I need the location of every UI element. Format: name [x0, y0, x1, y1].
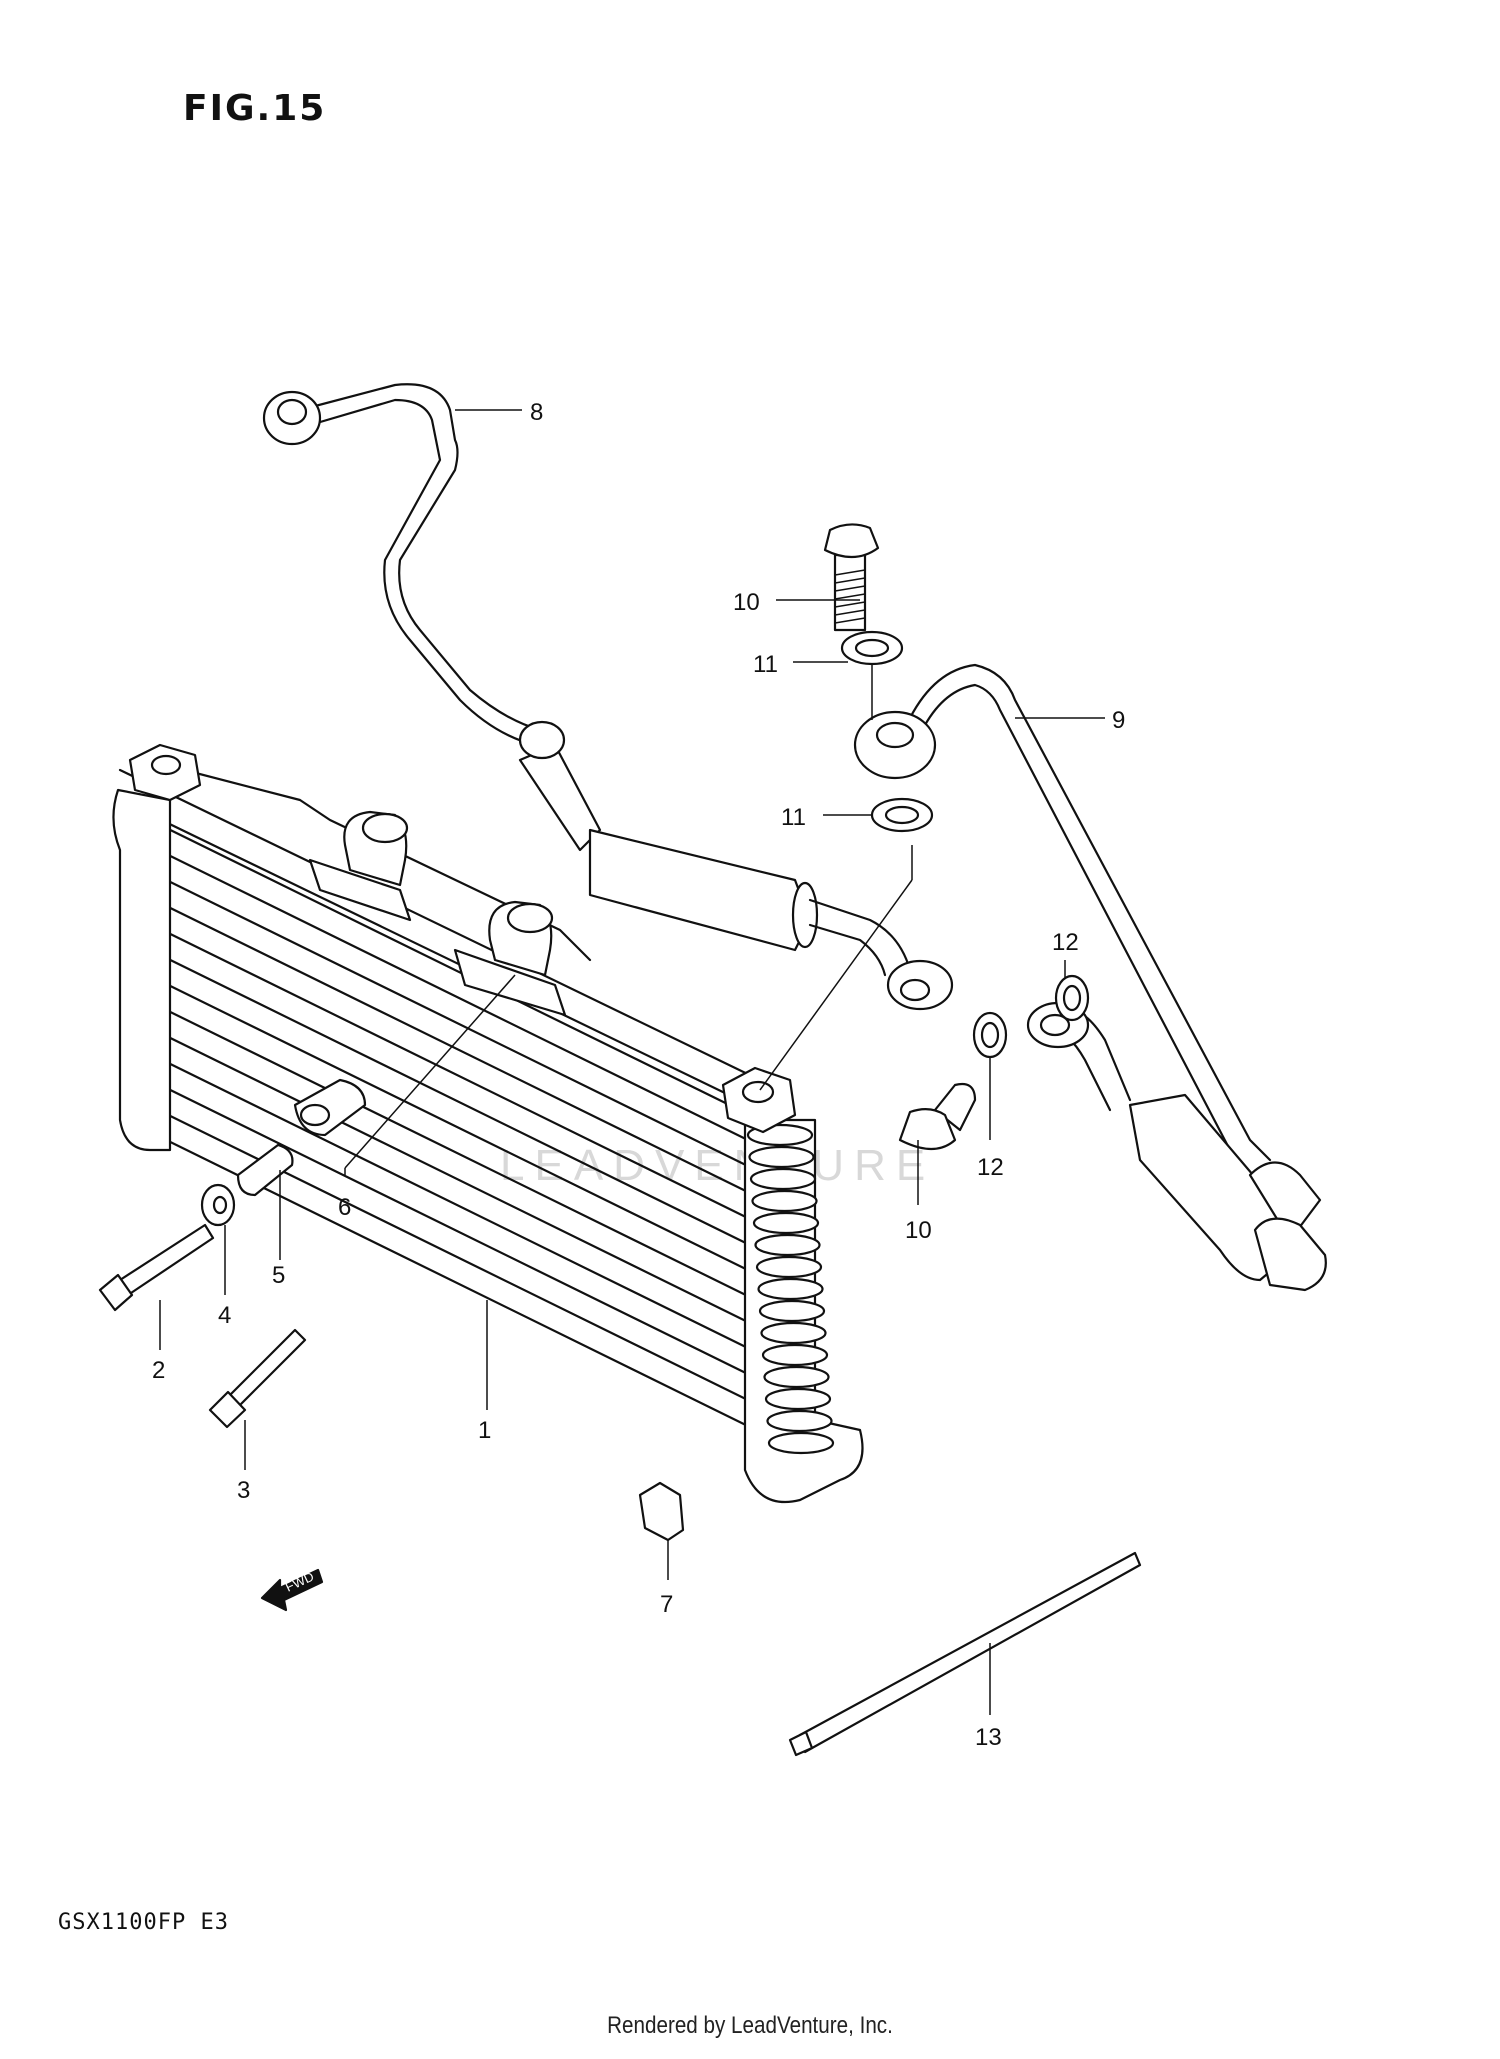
tank-rib	[749, 1167, 817, 1191]
callout-6: 6	[338, 1194, 351, 1221]
callout-12-upper: 12	[1052, 929, 1079, 956]
tank-rib	[761, 1343, 829, 1367]
tank-rib	[751, 1189, 818, 1213]
banjo-bolt-10-upper	[823, 523, 880, 632]
cooler-fin	[148, 1000, 762, 1304]
render-credit: Rendered by LeadVenture, Inc.	[607, 2012, 893, 2039]
oil-pipe-9	[853, 663, 1327, 1292]
tank-rib	[766, 1409, 833, 1433]
cooler-fin	[148, 1026, 762, 1330]
strap-13	[788, 1551, 1142, 1757]
callout-10-upper: 10	[733, 589, 760, 616]
bolt-thread	[834, 617, 866, 624]
fwd-direction-arrow: FWD	[260, 1569, 324, 1612]
bolt-2	[98, 1223, 215, 1312]
pipe-9-banjo-upper	[853, 710, 937, 780]
grommet-6	[293, 1078, 367, 1137]
watermark-text: LEADVENTURE	[500, 1141, 935, 1190]
bolt-thread	[834, 593, 866, 600]
callout-2: 2	[152, 1357, 165, 1384]
callout-8: 8	[530, 399, 543, 426]
figure-title: FIG.15	[183, 88, 327, 129]
callout-5: 5	[272, 1262, 285, 1289]
tank-rib	[757, 1277, 824, 1301]
tank-rib	[760, 1321, 827, 1345]
bolt-thread	[834, 577, 866, 584]
crush-washer-11-upper	[840, 630, 904, 666]
pipe-8-rubber-hose	[588, 828, 812, 952]
tank-rib	[764, 1387, 832, 1411]
leader-lines	[159, 409, 1105, 1715]
crush-washer-12-lower	[972, 1011, 1008, 1059]
pipe-8-banjo-lower	[886, 959, 954, 1011]
callout-3: 3	[237, 1477, 250, 1504]
tank-rib	[758, 1299, 826, 1323]
callout-labels: 8 9 10 11 11 12 12 10 1 6 5 4 2 3 7 13	[152, 399, 1125, 1751]
clip-7	[638, 1481, 685, 1542]
cooler-fin	[148, 1052, 762, 1356]
callout-11-lower: 11	[781, 804, 806, 831]
crush-washer-11-lower	[870, 797, 934, 833]
cooler-fin	[148, 948, 762, 1252]
left-end-tank	[112, 788, 172, 1152]
callout-13: 13	[975, 1724, 1002, 1751]
cooler-fin	[148, 896, 762, 1200]
pipe-9-banjo-lower	[1253, 1217, 1327, 1292]
pipe-8-banjo-end	[262, 390, 322, 446]
tank-rib	[748, 1145, 815, 1169]
cooler-fin	[148, 870, 762, 1174]
top-bracket-b	[453, 948, 567, 1017]
tank-rib	[755, 1255, 823, 1279]
cooler-fin	[148, 974, 762, 1278]
callout-7: 7	[660, 1591, 673, 1618]
tank-rib	[752, 1211, 820, 1235]
callout-4: 4	[218, 1302, 231, 1329]
model-code: GSX1100FP E3	[58, 1910, 229, 1935]
banjo-bolt-10-lower	[898, 1082, 977, 1151]
callout-11-upper: 11	[753, 651, 778, 678]
oil-pipe-8	[262, 383, 954, 1011]
cooler-fin	[148, 1104, 762, 1408]
bolt-thread	[834, 601, 866, 608]
oil-cooler-core	[112, 743, 864, 1504]
callout-12-lower: 12	[977, 1154, 1004, 1181]
bolt-thread	[834, 609, 866, 616]
cooler-fin	[148, 844, 762, 1148]
tank-rib	[763, 1365, 830, 1389]
callout-9: 9	[1112, 707, 1125, 734]
top-bracket-a	[308, 858, 412, 922]
collar-5	[236, 1143, 294, 1197]
cooler-fin	[148, 922, 762, 1226]
bolt-thread	[834, 569, 866, 576]
callout-10-lower: 10	[905, 1217, 932, 1244]
washer-4	[200, 1183, 236, 1227]
tank-rib	[754, 1233, 821, 1257]
cooler-fin	[148, 1078, 762, 1382]
crush-washer-12-upper	[1054, 974, 1090, 1022]
bolt-3	[208, 1328, 307, 1429]
callout-1: 1	[478, 1417, 491, 1444]
bolt-thread	[834, 585, 866, 592]
cooler-fin	[148, 818, 762, 1122]
tank-rib	[767, 1431, 835, 1455]
